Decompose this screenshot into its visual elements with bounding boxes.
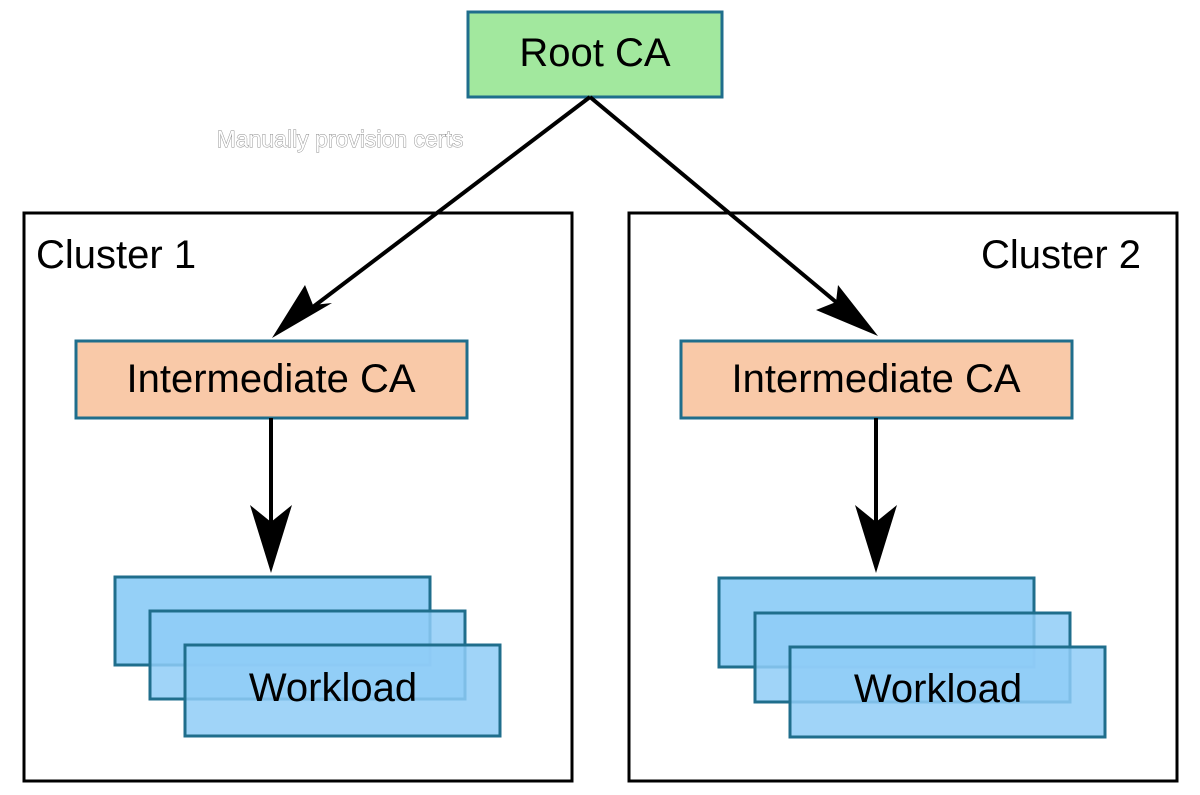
provision-edge-label: Manually provision certs xyxy=(217,126,464,152)
cluster-2-workload-label: Workload xyxy=(854,667,1022,711)
cluster-1-intermediate-ca-label: Intermediate CA xyxy=(126,357,415,401)
root-ca-box xyxy=(466,10,724,99)
cluster-1-container xyxy=(22,211,574,783)
cluster-1-workload-label: Workload xyxy=(249,666,417,710)
arrow-root-to-cluster-1 xyxy=(272,95,592,338)
arrow-root-to-cluster-2 xyxy=(588,95,878,336)
cluster-2-workload-card-front xyxy=(788,645,1107,739)
cluster-2-title: Cluster 2 xyxy=(981,233,1141,277)
cluster-1-workload-card-front xyxy=(183,643,502,738)
cluster-2-container xyxy=(627,211,1179,783)
arrow-intermediate-to-workload-2 xyxy=(855,418,897,573)
cluster-2-workload-stack: Workload xyxy=(717,576,1107,739)
arrow-intermediate-to-workload-1 xyxy=(250,418,292,573)
root-ca-label: Root CA xyxy=(519,31,670,75)
cluster-1-workload-stack: Workload xyxy=(113,575,502,738)
cluster-2-intermediate-ca-label: Intermediate CA xyxy=(731,357,1020,401)
cluster-1-title: Cluster 1 xyxy=(36,233,196,277)
